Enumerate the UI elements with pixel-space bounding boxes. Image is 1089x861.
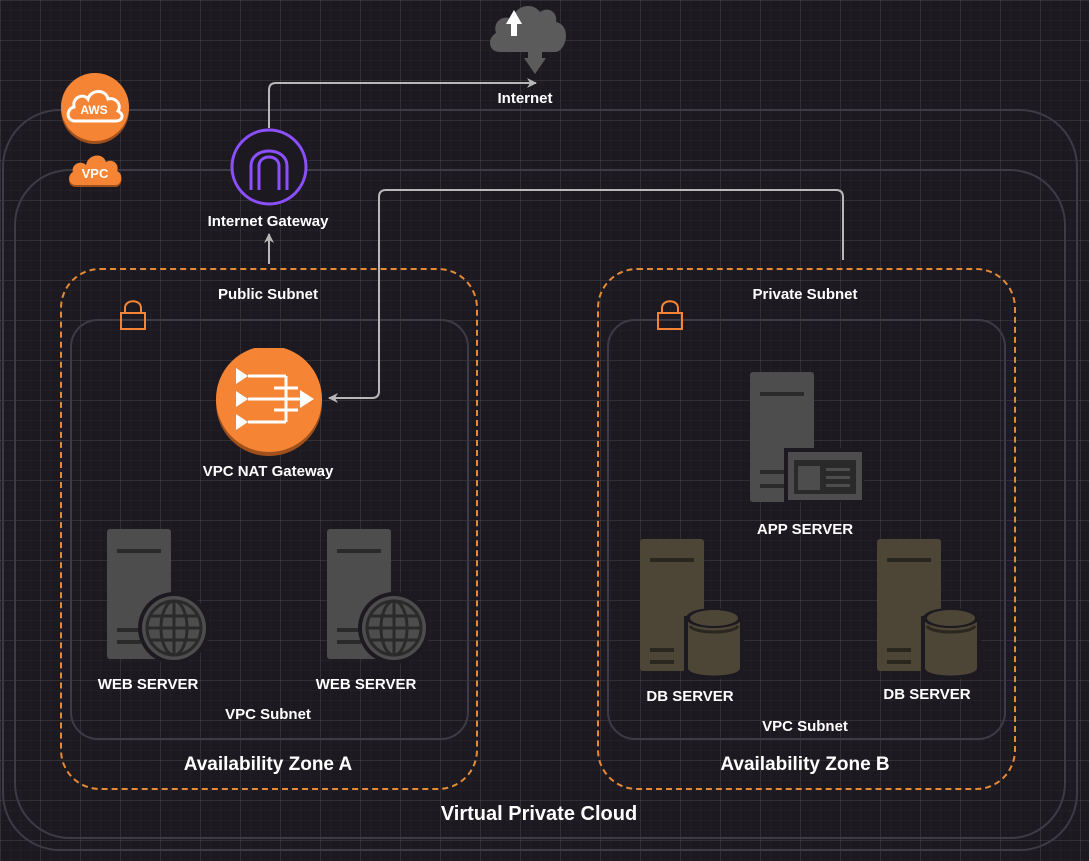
availability-zone-a-label: Availability Zone A [183,754,353,775]
availability-zone-b-label: Availability Zone B [720,754,890,775]
vpc-subnet-a-label: VPC Subnet [225,706,311,723]
app-server-label: APP SERVER [756,521,854,538]
internet-gateway-label: Internet Gateway [207,213,329,230]
cloud-upload-icon [490,6,566,74]
vpc-inner-boundary [14,169,1066,839]
private-subnet-to-nat-connector [328,189,844,403]
db-server-icon[interactable] [875,538,983,680]
private-subnet-label: Private Subnet [752,286,858,303]
vpc-cloud-icon: VPC [69,155,122,187]
web-server-label: WEB SERVER [97,676,199,693]
vpc-badge-text: VPC [82,166,109,181]
web-server-icon[interactable] [324,528,432,664]
lock-icon [657,300,683,330]
db-server-icon[interactable] [638,538,746,680]
lock-icon [120,300,146,330]
nat-gateway-icon[interactable] [214,348,324,458]
app-server-icon[interactable] [748,372,864,504]
internet-gateway-icon[interactable] [230,128,308,206]
vpc-subnet-b-container [607,319,1006,740]
virtual-private-cloud-label: Virtual Private Cloud [440,803,638,825]
public-subnet-label: Public Subnet [217,286,319,303]
vpc-nat-gateway-label: VPC NAT Gateway [202,463,334,480]
vpc-subnet-a-container [70,319,469,740]
db-server-label: DB SERVER [883,686,971,703]
availability-zone-b-container [597,268,1016,790]
availability-zone-a-container [60,268,478,790]
gateway-to-internet-connector [268,78,537,128]
vpc-subnet-b-label: VPC Subnet [762,718,848,735]
web-server-icon[interactable] [104,528,212,664]
aws-badge-text: AWS [80,103,107,117]
internet-label: Internet [497,90,553,107]
aws-cloud-icon: AWS [61,73,129,144]
db-server-label: DB SERVER [646,688,734,705]
web-server-label: WEB SERVER [315,676,417,693]
vpc-outer-boundary [2,109,1078,851]
